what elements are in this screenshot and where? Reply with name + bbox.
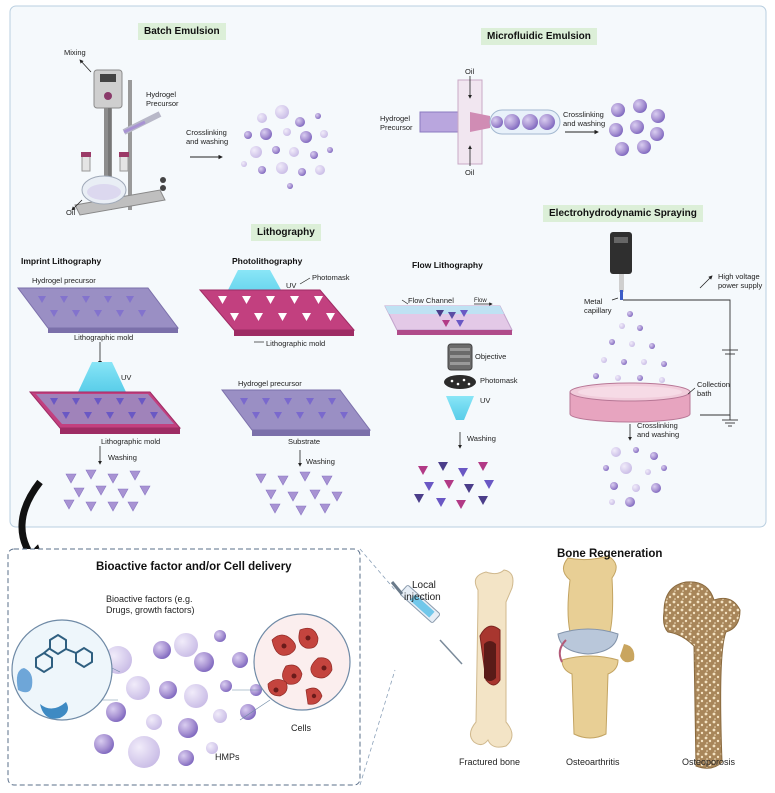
ehd-step-label-1: Crosslinking: [637, 421, 678, 430]
osteoporosis-label: Osteoporosis: [682, 757, 736, 767]
bath-label-2: bath: [697, 389, 712, 398]
spray-droplets: [593, 311, 667, 383]
imprint-particles: [63, 469, 151, 512]
batch-step-label-1: Crosslinking: [186, 128, 227, 137]
hmp-spheres: [94, 630, 262, 768]
fabrication-panel: [9, 5, 767, 528]
collection-bath: [569, 382, 691, 423]
bioactive-factor-zoom: [11, 619, 113, 721]
microfluidic-precursor-label-1: Hydrogel: [380, 114, 411, 123]
imprint-mold-label-bottom: Lithographic mold: [101, 437, 161, 446]
hmps-label: HMPs: [215, 752, 240, 762]
lithography-title: Lithography: [251, 224, 321, 241]
delivery-title: Bioactive factor and/or Cell delivery: [96, 561, 292, 573]
objective-label: Objective: [475, 352, 507, 361]
photolithography-title: Photolithography: [232, 256, 303, 266]
microfluidic-precursor-label-2: Precursor: [380, 123, 413, 132]
imprint-lithography-title: Imprint Lithography: [21, 256, 102, 266]
flow-washing-label: Washing: [467, 434, 496, 443]
microfluidic-oil-bottom-label: Oil: [465, 168, 475, 177]
factors-label-2: Drugs, growth factors): [106, 605, 195, 615]
microfluidic-emulsion-title: Microfluidic Emulsion: [481, 28, 597, 45]
flow-uv-label: UV: [480, 396, 491, 405]
photo-mold-label: Lithographic mold: [266, 339, 326, 348]
syringe: [390, 581, 463, 665]
flow-uv-beam: [446, 396, 474, 420]
capillary-label-1: Metal: [584, 297, 603, 306]
osteoarthritis-knee: [557, 555, 635, 739]
batch-step-label-2: and washing: [186, 137, 229, 146]
voltage-label-2: power supply: [718, 281, 763, 290]
osteoporosis-femur: [663, 581, 741, 769]
delivery-box: [7, 548, 361, 786]
injection-label-2: injection: [404, 592, 441, 603]
photo-particles: [255, 471, 343, 516]
imprint-uv-beam: [78, 362, 126, 392]
voltage-label-1: High voltage: [718, 272, 760, 281]
imprint-precursor-sheet: [17, 287, 179, 333]
flow-photomask: [444, 375, 476, 389]
flow-channel-label: Flow Channel: [408, 296, 454, 305]
flow-direction-label: Flow: [474, 298, 487, 304]
ehd-particles: [603, 447, 667, 507]
batch-particles: [241, 105, 333, 189]
photo-substrate-label: Substrate: [288, 437, 321, 446]
photo-uv-label: UV: [286, 281, 297, 290]
injection-label-1: Local: [412, 580, 436, 591]
photo-mold-sheet: [198, 289, 356, 336]
flow-lithography-title: Flow Lithography: [412, 260, 483, 270]
microfluidic-particles: [609, 99, 665, 156]
microfluidic-step-label-1: Crosslinking: [563, 110, 604, 119]
syringe-pump: [610, 232, 632, 300]
factors-label-1: Bioactive factors (e.g.: [106, 594, 193, 604]
imprint-mold-label-top: Lithographic mold: [74, 333, 134, 342]
batch-oil-label: Oil: [66, 208, 76, 217]
microfluidic-step-label-2: and washing: [563, 119, 606, 128]
imprint-mold-triangles: [50, 398, 158, 419]
imprint-washing-label: Washing: [108, 453, 137, 462]
ehd-circuit: [623, 299, 738, 427]
capillary-label-2: capillary: [584, 306, 612, 315]
batch-precursor-label-1: Hydrogel: [146, 90, 177, 99]
ehd-spraying-title: Electrohydrodynamic Spraying: [543, 205, 703, 222]
overhead-stirrer: [74, 69, 166, 216]
photo-precursor-label: Hydrogel precursor: [238, 379, 302, 388]
cell-nuclei: [273, 635, 327, 699]
photo-washing-label: Washing: [306, 457, 335, 466]
bath-label-1: Collection: [697, 380, 730, 389]
flow-particles: [414, 462, 494, 509]
photo-mask-triangles: [218, 296, 335, 321]
flow-channel: [384, 305, 513, 335]
cells-label: Cells: [291, 723, 312, 733]
imprint-uv-label: UV: [121, 373, 132, 382]
growth-factor-shape: [16, 668, 33, 693]
photo-substrate-triangles: [240, 398, 348, 419]
growth-factor-shape-2: [40, 702, 68, 719]
flow-channel-triangles: [436, 310, 468, 327]
batch-precursor-label-2: Precursor: [146, 99, 179, 108]
microfluidic-oil-top-label: Oil: [465, 67, 475, 76]
osteoarthritis-label: Osteoarthritis: [566, 757, 620, 767]
batch-emulsion-title: Batch Emulsion: [138, 23, 226, 40]
ehd-step-label-2: and washing: [637, 430, 680, 439]
fractured-bone-label: Fractured bone: [459, 757, 521, 767]
mixing-label: Mixing: [64, 48, 86, 57]
cells-zoom: [253, 613, 351, 711]
imprint-precursor-label: Hydrogel precursor: [32, 276, 96, 285]
photo-photomask-label: Photomask: [312, 273, 350, 282]
flow-photomask-label: Photomask: [480, 376, 518, 385]
bone-regeneration-title: Bone Regeneration: [557, 548, 663, 560]
molecule-icons: [35, 633, 93, 674]
fractured-bone: [470, 569, 514, 748]
objective-lens: [447, 343, 473, 371]
imprint-sheet-triangles: [38, 296, 146, 317]
